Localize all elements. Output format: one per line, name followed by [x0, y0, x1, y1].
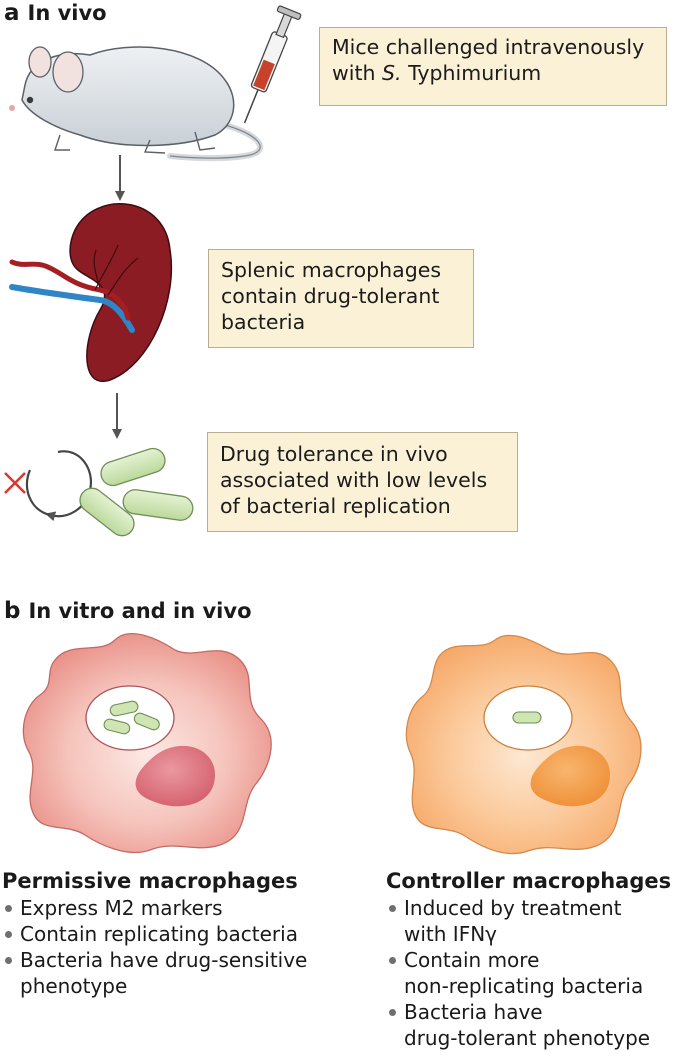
controller-item-2: Contain more [386, 947, 671, 973]
panel-a-title: In vivo [27, 1, 107, 25]
cross-icon [4, 472, 26, 494]
controller-description: Controller macrophages Induced by treatm… [386, 868, 671, 1051]
controller-macrophage [405, 634, 642, 855]
syringe-icon [243, 5, 302, 124]
panel-a-letter: a [4, 0, 20, 26]
controller-heading: Controller macrophages [386, 869, 672, 893]
controller-item-3: Bacteria have [386, 999, 671, 1025]
note-mice-line-2: with S. Typhimurium [332, 61, 542, 85]
panel-b-letter: b [4, 598, 21, 624]
note-tolerance-line-1: Drug tolerance in vivo [220, 442, 448, 466]
note-splenic-macrophages: Splenic macrophages contain drug-toleran… [208, 249, 474, 348]
panel-b-title: In vitro and in vivo [28, 599, 252, 623]
permissive-item-1: Express M2 markers [2, 895, 307, 921]
permissive-item-2: Contain replicating bacteria [2, 921, 307, 947]
permissive-heading: Permissive macrophages [2, 869, 298, 893]
spleen-illustration [9, 203, 172, 383]
note-drug-tolerance: Drug tolerance in vivo associated with l… [207, 432, 518, 532]
note-spleen-line-1: Splenic macrophages [221, 258, 442, 282]
controller-item-1-cont: with IFNγ [404, 922, 497, 946]
mouse-illustration [9, 46, 264, 162]
note-mice-line-1: Mice challenged intravenously [332, 35, 645, 59]
note-tolerance-line-2: associated with low levels [220, 468, 488, 492]
panel-a-label: a In vivo [4, 1, 107, 25]
note-spleen-line-2: contain drug-tolerant [221, 284, 440, 308]
permissive-item-3-cont: phenotype [20, 974, 128, 998]
panel-b-label: b In vitro and in vivo [4, 599, 252, 623]
note-mice-challenged: Mice challenged intravenously with S. Ty… [319, 27, 667, 106]
permissive-description: Permissive macrophages Express M2 marker… [2, 868, 307, 999]
controller-item-1: Induced by treatment [386, 895, 671, 921]
note-spleen-line-3: bacteria [221, 310, 306, 334]
bacteria-group [79, 447, 194, 537]
controller-item-3-cont: drug-tolerant phenotype [404, 1026, 651, 1050]
note-tolerance-line-3: of bacterial replication [220, 494, 451, 518]
permissive-macrophage [22, 633, 272, 854]
controller-item-2-cont: non-replicating bacteria [404, 974, 644, 998]
permissive-item-3: Bacteria have drug-sensitive [2, 947, 307, 973]
